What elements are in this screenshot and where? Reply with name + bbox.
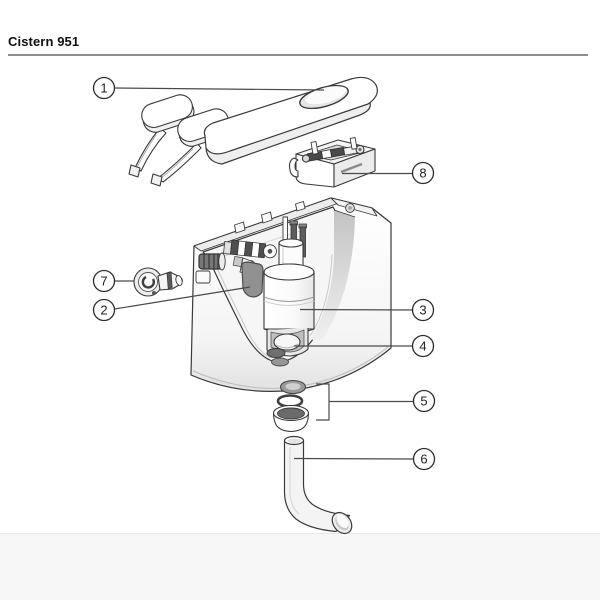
inlet-stub: [195, 252, 226, 284]
title-rule: [8, 54, 588, 56]
callout-7: 7: [92, 269, 134, 293]
svg-text:6: 6: [420, 452, 427, 467]
seal-cone-washer: [272, 404, 310, 433]
svg-text:1: 1: [100, 81, 107, 96]
seal-o-ring: [276, 394, 304, 408]
svg-text:2: 2: [100, 303, 107, 318]
callout-1: 1: [92, 76, 325, 100]
lid-button-hole: [299, 84, 349, 110]
callout-2: 2: [92, 286, 251, 322]
part-cistern-lid: [203, 76, 378, 165]
actuator-rod: [301, 137, 365, 163]
svg-text:8: 8: [419, 166, 426, 181]
callout-4: 4: [294, 334, 435, 358]
svg-text:7: 7: [100, 274, 107, 289]
callout-6: 6: [293, 447, 436, 471]
inlet-valve-assembly: [223, 239, 277, 259]
page-title: Cistern 951: [8, 34, 80, 49]
svg-text:4: 4: [419, 339, 426, 354]
callout-3: 3: [299, 298, 435, 322]
inlet-valve-body: [241, 261, 264, 298]
callouts: 1 2 3 4 5: [92, 76, 436, 471]
part-inlet-elbow: [133, 267, 183, 297]
part-flush-pipe: [283, 435, 353, 535]
part-flush-valve: [263, 216, 315, 367]
footer-strip: [0, 533, 600, 600]
callout-8: 8: [342, 161, 435, 185]
svg-text:3: 3: [419, 303, 426, 318]
svg-text:5: 5: [420, 394, 427, 409]
pipe-open-end: [331, 511, 353, 535]
part-actuator-frame: [288, 137, 376, 188]
part-seal-kit: [272, 379, 310, 433]
callout-5: 5: [316, 383, 436, 421]
